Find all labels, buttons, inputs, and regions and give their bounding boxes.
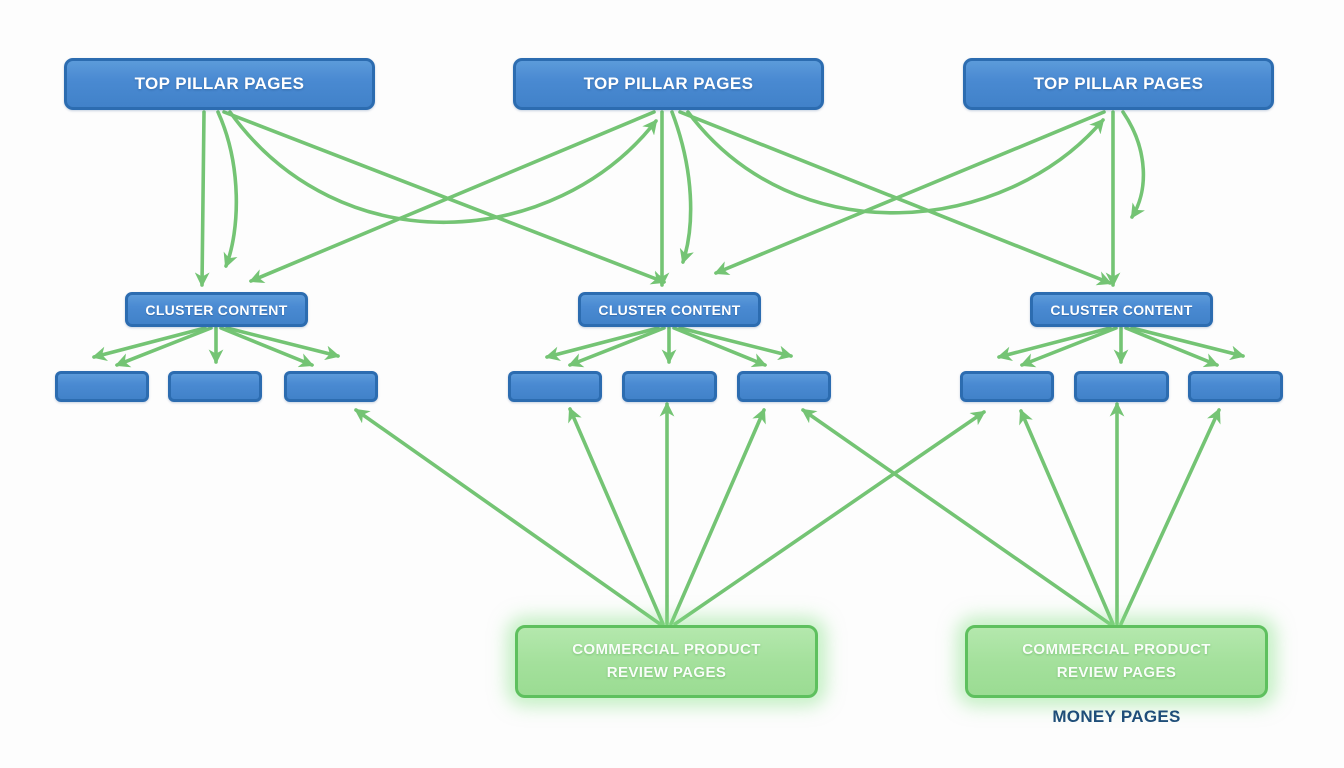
cluster-label-2: CLUSTER CONTENT	[598, 301, 741, 318]
arrow-review-2-to-article-2-3	[801, 408, 1112, 626]
pillar-label-2: TOP PILLAR PAGES	[583, 74, 754, 93]
review-box-2: COMMERCIAL PRODUCT REVIEW PAGES	[965, 625, 1268, 698]
arrow-pillar-2-to-cluster-1	[248, 110, 656, 283]
arrow-pillar-3-to-cluster-2	[713, 110, 1106, 276]
arrow-cluster-3-to-article-3-3-inner	[1124, 326, 1220, 368]
pillar-label-1: TOP PILLAR PAGES	[134, 74, 305, 93]
pillar-box-2: TOP PILLAR PAGES	[513, 58, 824, 110]
article-box-1-3	[284, 371, 378, 402]
arrow-cluster-3-to-article-3-1-outer	[996, 326, 1112, 361]
arrow-cluster-1-to-article-1-1-outer	[91, 326, 207, 361]
arrow-cluster-2-to-article-2-3-outer	[678, 326, 794, 361]
arrow-cluster-2-to-article-2-3-inner	[672, 326, 768, 368]
arrow-pillar-1-to-cluster-1	[194, 110, 210, 288]
arrow-cluster-1-to-article-1-1-inner	[114, 326, 213, 368]
review-label-1: COMMERCIAL PRODUCT REVIEW PAGES	[572, 639, 761, 684]
arrow-cluster-3-to-article-3-1-inner	[1019, 326, 1118, 368]
arrow-review-1-to-article-2-3	[669, 407, 766, 626]
pillar-box-1: TOP PILLAR PAGES	[64, 58, 375, 110]
arrow-review-2-to-article-3-3	[1119, 407, 1221, 626]
arrow-cluster-1-to-article-1-3-outer	[225, 326, 341, 361]
review-label-2-line-1: COMMERCIAL PRODUCT	[1022, 641, 1211, 658]
review-label-1-line-1: COMMERCIAL PRODUCT	[572, 641, 761, 658]
article-box-1-1	[55, 371, 149, 402]
arrow-pillar-2-to-cluster-2-curved	[670, 110, 694, 265]
review-label-2-line-2: REVIEW PAGES	[1056, 663, 1177, 681]
arrow-cluster-2-to-article-2-1-inner	[567, 326, 666, 368]
article-box-2-3	[737, 371, 831, 402]
arrow-review-1-to-article-2-1	[568, 406, 665, 626]
article-box-1-2	[168, 371, 262, 402]
review-box-1: COMMERCIAL PRODUCT REVIEW PAGES	[515, 625, 818, 698]
arrow-pillar-1-to-cluster-2	[222, 110, 667, 285]
arrow-pillar-2-to-pillar-3-curved	[686, 110, 1105, 215]
pillar-box-3: TOP PILLAR PAGES	[963, 58, 1274, 110]
article-box-2-1	[508, 371, 602, 402]
pillar-label-3: TOP PILLAR PAGES	[1033, 74, 1204, 93]
article-box-3-1	[960, 371, 1054, 402]
arrow-pillar-3-to-cluster-3-curved	[1121, 110, 1146, 219]
cluster-label-1: CLUSTER CONTENT	[145, 301, 288, 318]
review-label-1-line-2: REVIEW PAGES	[606, 663, 727, 681]
article-box-3-2	[1074, 371, 1169, 402]
arrow-review-1-to-article-1-3	[354, 408, 662, 626]
cluster-label-3: CLUSTER CONTENT	[1050, 301, 1193, 318]
arrow-cluster-1-to-article-1-3-inner	[219, 326, 315, 368]
cluster-box-1: CLUSTER CONTENT	[125, 292, 308, 327]
arrow-cluster-2-to-article-2-1-outer	[544, 326, 660, 361]
arrow-pillar-1-to-pillar-2-curved	[228, 110, 658, 225]
article-box-3-3	[1188, 371, 1283, 402]
review-label-2: COMMERCIAL PRODUCT REVIEW PAGES	[1022, 639, 1211, 684]
money-pages-caption: MONEY PAGES	[1052, 707, 1181, 726]
arrow-pillar-1-to-cluster-1-curved	[216, 110, 239, 269]
article-box-2-2	[622, 371, 717, 402]
cluster-box-2: CLUSTER CONTENT	[578, 292, 761, 327]
arrow-review-2-to-article-3-1	[1019, 408, 1115, 626]
arrow-review-1-to-article-3-1	[673, 410, 986, 626]
arrow-cluster-3-to-article-3-3-outer	[1130, 326, 1246, 361]
cluster-box-3: CLUSTER CONTENT	[1030, 292, 1213, 327]
